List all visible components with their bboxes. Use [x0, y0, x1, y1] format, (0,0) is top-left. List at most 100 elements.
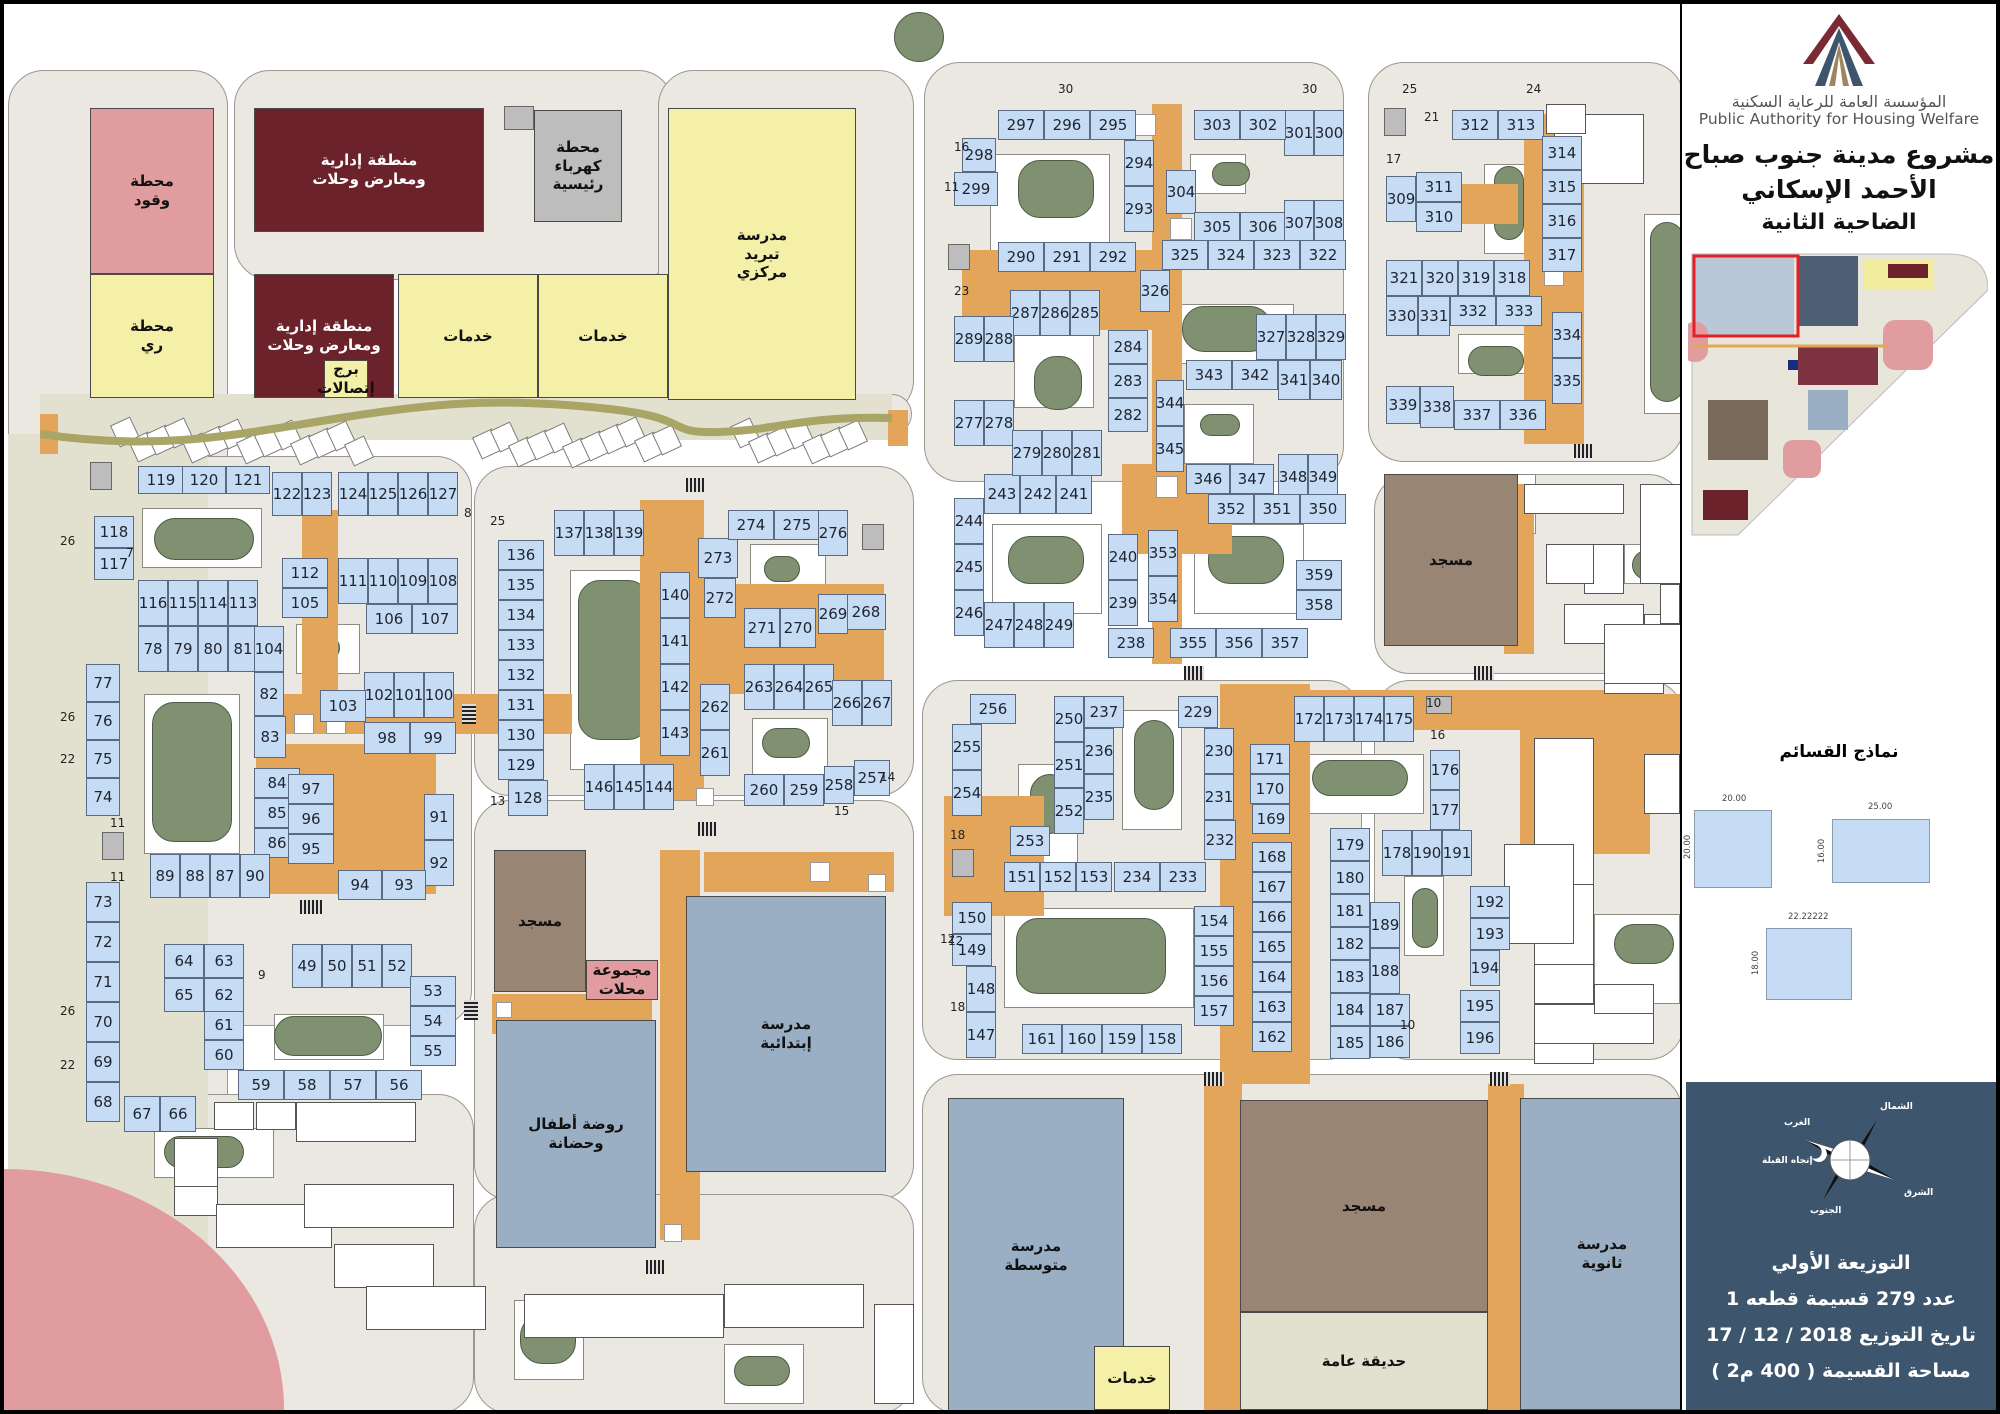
residential-plot[interactable]: 278	[984, 400, 1014, 446]
residential-plot[interactable]: 110	[368, 558, 398, 604]
residential-plot[interactable]: 70	[86, 1002, 120, 1042]
residential-plot[interactable]: 254	[952, 770, 982, 816]
residential-plot[interactable]: 353	[1148, 530, 1178, 576]
residential-plot[interactable]: 116	[138, 580, 168, 626]
residential-plot[interactable]: 163	[1252, 992, 1292, 1022]
residential-plot[interactable]: 333	[1496, 296, 1542, 326]
residential-plot[interactable]: 284	[1108, 330, 1148, 364]
residential-plot[interactable]: 191	[1442, 830, 1472, 876]
residential-plot[interactable]: 296	[1044, 110, 1090, 140]
residential-plot[interactable]: 100	[424, 672, 454, 718]
residential-plot[interactable]: 283	[1108, 364, 1148, 398]
residential-plot[interactable]: 292	[1090, 242, 1136, 272]
residential-plot[interactable]: 241	[1056, 474, 1092, 514]
residential-plot[interactable]: 316	[1542, 204, 1582, 238]
residential-plot[interactable]: 97	[288, 774, 334, 804]
residential-plot[interactable]: 94	[338, 870, 382, 900]
residential-plot[interactable]: 231	[1204, 774, 1234, 820]
residential-plot[interactable]: 120	[182, 466, 226, 494]
residential-plot[interactable]: 175	[1384, 696, 1414, 742]
residential-plot[interactable]: 194	[1470, 950, 1500, 986]
residential-plot[interactable]: 92	[424, 840, 454, 886]
residential-plot[interactable]: 170	[1250, 774, 1290, 804]
residential-plot[interactable]: 162	[1252, 1022, 1292, 1052]
residential-plot[interactable]: 82	[254, 672, 284, 716]
residential-plot[interactable]: 115	[168, 580, 198, 626]
residential-plot[interactable]: 109	[398, 558, 428, 604]
residential-plot[interactable]: 104	[254, 626, 284, 672]
residential-plot[interactable]: 306	[1240, 212, 1286, 242]
residential-plot[interactable]: 335	[1552, 358, 1582, 404]
residential-plot[interactable]: 195	[1460, 990, 1500, 1022]
residential-plot[interactable]: 49	[292, 944, 322, 988]
residential-plot[interactable]: 305	[1194, 212, 1240, 242]
residential-plot[interactable]: 287	[1010, 290, 1040, 336]
residential-plot[interactable]: 329	[1316, 314, 1346, 360]
residential-plot[interactable]: 271	[744, 608, 780, 648]
residential-plot[interactable]: 260	[744, 774, 784, 806]
residential-plot[interactable]: 107	[412, 604, 458, 634]
residential-plot[interactable]: 135	[498, 570, 544, 600]
residential-plot[interactable]: 233	[1160, 862, 1206, 892]
residential-plot[interactable]: 322	[1300, 240, 1346, 270]
residential-plot[interactable]: 90	[240, 854, 270, 898]
residential-plot[interactable]: 303	[1194, 110, 1240, 140]
residential-plot[interactable]: 121	[226, 466, 270, 494]
residential-plot[interactable]: 347	[1230, 464, 1274, 494]
residential-plot[interactable]: 323	[1254, 240, 1300, 270]
residential-plot[interactable]: 290	[998, 242, 1044, 272]
residential-plot[interactable]: 124	[338, 472, 368, 516]
residential-plot[interactable]: 176	[1430, 750, 1460, 790]
residential-plot[interactable]: 356	[1216, 628, 1262, 658]
residential-plot[interactable]: 71	[86, 962, 120, 1002]
residential-plot[interactable]: 257	[854, 760, 890, 796]
residential-plot[interactable]: 185	[1330, 1026, 1370, 1059]
residential-plot[interactable]: 242	[1020, 474, 1056, 514]
residential-plot[interactable]: 239	[1108, 580, 1138, 626]
residential-plot[interactable]: 99	[410, 722, 456, 754]
residential-plot[interactable]: 355	[1170, 628, 1216, 658]
residential-plot[interactable]: 58	[284, 1070, 330, 1100]
residential-plot[interactable]: 270	[780, 608, 816, 648]
residential-plot[interactable]: 117	[94, 548, 134, 580]
residential-plot[interactable]: 288	[984, 316, 1014, 362]
residential-plot[interactable]: 150	[952, 902, 992, 934]
residential-plot[interactable]: 72	[86, 922, 120, 962]
residential-plot[interactable]: 106	[366, 604, 412, 634]
residential-plot[interactable]: 313	[1498, 110, 1544, 140]
residential-plot[interactable]: 122	[272, 472, 302, 516]
residential-plot[interactable]: 336	[1500, 400, 1546, 430]
residential-plot[interactable]: 134	[498, 600, 544, 630]
residential-plot[interactable]: 111	[338, 558, 368, 604]
residential-plot[interactable]: 295	[1090, 110, 1136, 140]
residential-plot[interactable]: 152	[1040, 862, 1076, 892]
residential-plot[interactable]: 319	[1458, 260, 1494, 296]
residential-plot[interactable]: 67	[124, 1096, 160, 1132]
residential-plot[interactable]: 279	[1012, 430, 1042, 476]
residential-plot[interactable]: 69	[86, 1042, 120, 1082]
residential-plot[interactable]: 248	[1014, 602, 1044, 648]
residential-plot[interactable]: 277	[954, 400, 984, 446]
residential-plot[interactable]: 265	[804, 664, 834, 710]
residential-plot[interactable]: 130	[498, 720, 544, 750]
residential-plot[interactable]: 259	[784, 774, 824, 806]
residential-plot[interactable]: 178	[1382, 830, 1412, 876]
residential-plot[interactable]: 113	[228, 580, 258, 626]
residential-plot[interactable]: 324	[1208, 240, 1254, 270]
residential-plot[interactable]: 133	[498, 630, 544, 660]
residential-plot[interactable]: 357	[1262, 628, 1308, 658]
residential-plot[interactable]: 75	[86, 740, 120, 778]
residential-plot[interactable]: 273	[698, 538, 738, 578]
residential-plot[interactable]: 81	[228, 626, 258, 672]
residential-plot[interactable]: 138	[584, 510, 614, 556]
residential-plot[interactable]: 142	[660, 664, 690, 710]
residential-plot[interactable]: 297	[998, 110, 1044, 140]
residential-plot[interactable]: 161	[1022, 1024, 1062, 1054]
residential-plot[interactable]: 193	[1470, 918, 1510, 950]
residential-plot[interactable]: 57	[330, 1070, 376, 1100]
residential-plot[interactable]: 318	[1494, 260, 1530, 296]
residential-plot[interactable]: 351	[1254, 494, 1300, 524]
residential-plot[interactable]: 252	[1054, 788, 1084, 834]
residential-plot[interactable]: 263	[744, 664, 774, 710]
